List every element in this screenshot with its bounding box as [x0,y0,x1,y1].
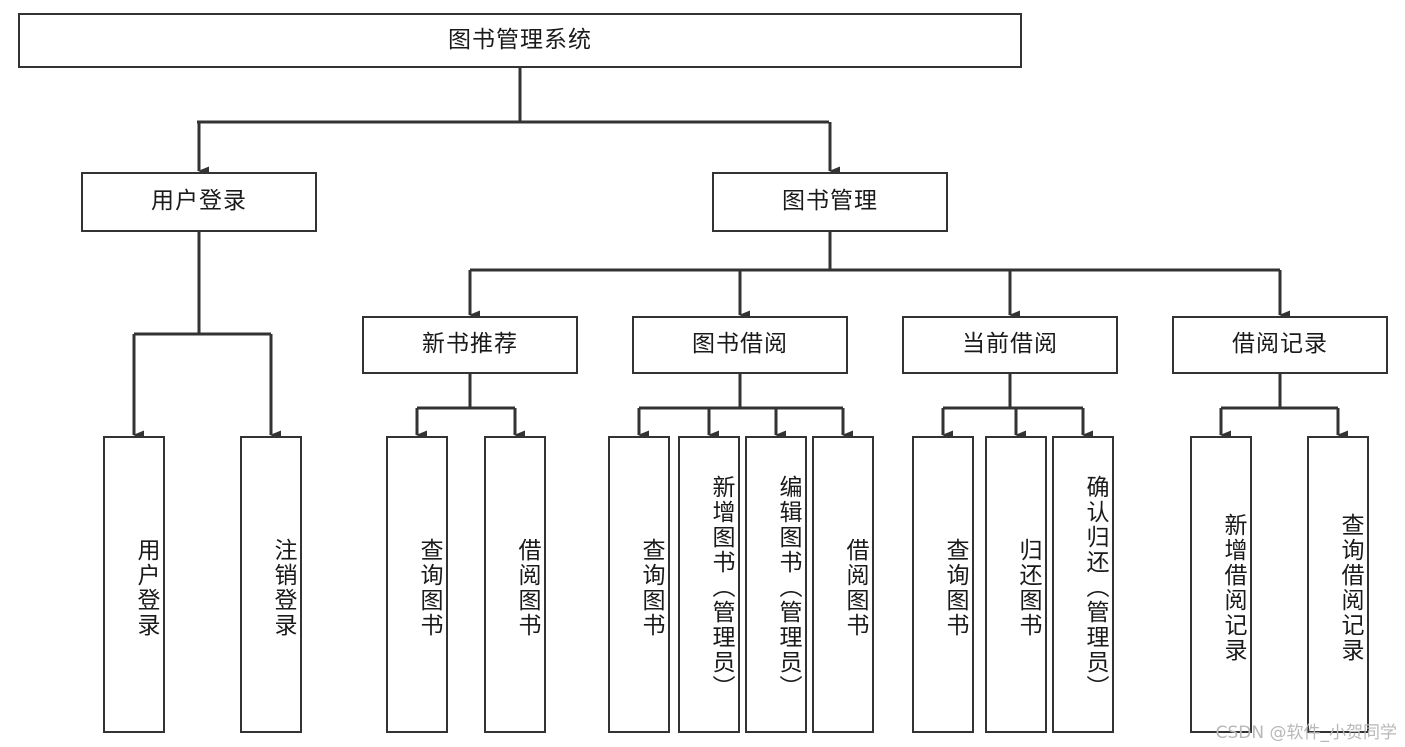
node-book-borrow[interactable]: 图书借阅 [632,316,848,374]
node-label: 借阅图书 [514,537,540,638]
node-label: 编辑图书（管理员） [775,475,801,700]
node-label: 注销登录 [270,537,296,638]
node-new-book-rec[interactable]: 新书推荐 [362,316,578,374]
node-label: 当前借阅 [962,331,1058,358]
node-label: 图书管理系统 [448,26,592,53]
node-current-borrow[interactable]: 当前借阅 [902,316,1118,374]
node-label: 借阅图书 [842,537,868,638]
node-label: 归还图书 [1015,537,1041,638]
node-label: 用户登录 [151,188,247,215]
node-label: 借阅记录 [1232,331,1328,358]
node-label: 新增图书（管理员） [708,475,734,700]
node-borrow-record[interactable]: 借阅记录 [1172,316,1388,374]
node-leaf-return-book[interactable]: 归还图书 [985,436,1047,733]
node-leaf-query-book-1[interactable]: 查询图书 [386,436,448,733]
node-label: 图书借阅 [692,331,788,358]
node-leaf-add-record[interactable]: 新增借阅记录 [1190,436,1252,733]
node-label: 查询借阅记录 [1337,512,1363,663]
node-book-manage[interactable]: 图书管理 [712,172,948,232]
node-leaf-query-book-3[interactable]: 查询图书 [912,436,974,733]
node-leaf-user-login[interactable]: 用户登录 [103,436,165,733]
node-label: 查询图书 [416,537,442,638]
node-label: 查询图书 [942,537,968,638]
node-label: 查询图书 [638,537,664,638]
node-label: 确认归还（管理员） [1082,475,1108,700]
node-leaf-borrow-book-1[interactable]: 借阅图书 [484,436,546,733]
node-leaf-borrow-book-2[interactable]: 借阅图书 [812,436,874,733]
node-leaf-add-book[interactable]: 新增图书（管理员） [678,436,740,733]
node-leaf-query-book-2[interactable]: 查询图书 [608,436,670,733]
node-root[interactable]: 图书管理系统 [18,13,1022,68]
node-leaf-edit-book[interactable]: 编辑图书（管理员） [745,436,807,733]
node-leaf-query-record[interactable]: 查询借阅记录 [1307,436,1369,733]
node-label: 新增借阅记录 [1220,512,1246,663]
node-leaf-confirm-return[interactable]: 确认归还（管理员） [1052,436,1114,733]
node-label: 图书管理 [782,188,878,215]
node-user-login[interactable]: 用户登录 [81,172,317,232]
node-label: 新书推荐 [422,331,518,358]
watermark: CSDN @软件_小贺同学 [1215,723,1397,743]
node-label: 用户登录 [133,537,159,638]
node-leaf-logout-login[interactable]: 注销登录 [240,436,302,733]
